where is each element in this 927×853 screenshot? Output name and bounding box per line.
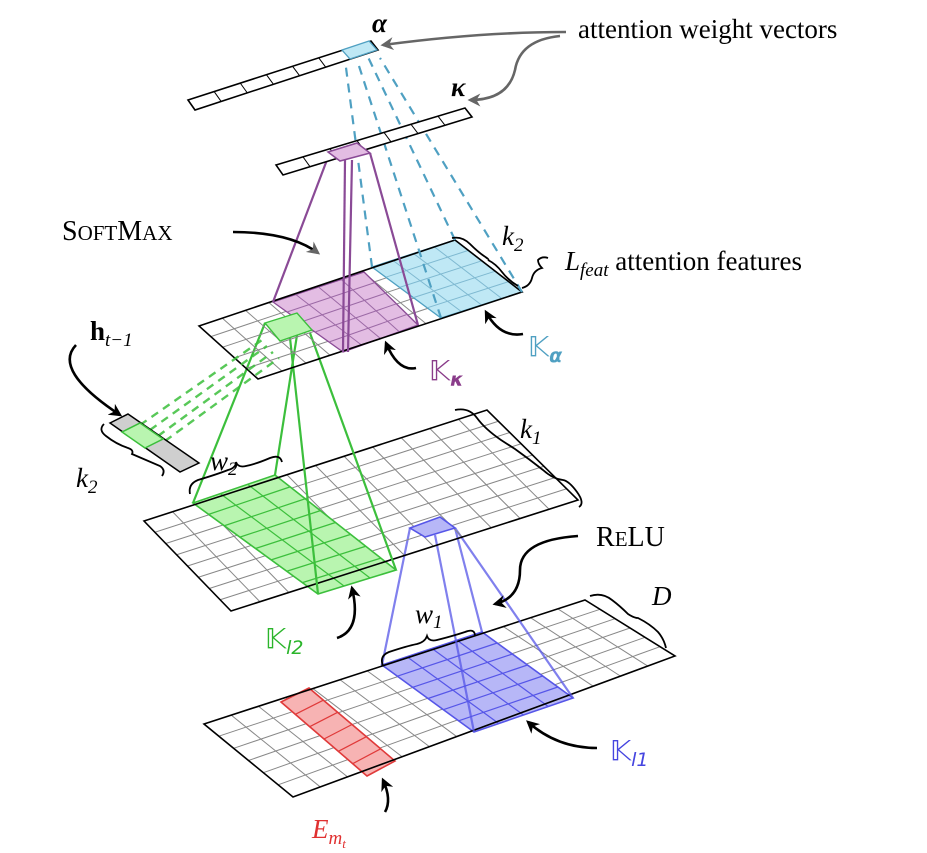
kernel-l1-projection (380, 527, 574, 733)
kernel-l2-grid-line (208, 486, 291, 515)
kernel-l2-grid-line (286, 545, 366, 572)
K-l2-label: 𝕂l2 (265, 622, 303, 659)
alpha-cell-line (292, 65, 300, 77)
softmax-label: SOFTMAX (62, 216, 173, 247)
embedding-highlight-grid-line (309, 711, 338, 728)
arrow-relu (492, 534, 579, 608)
w2-label: w2 (210, 446, 238, 480)
hidden-state-vector (108, 413, 201, 473)
kernel-kappa-grid-line (314, 303, 397, 333)
k1-label: k1 (520, 414, 541, 449)
embedding-highlight-grid-line (338, 736, 367, 752)
conv-layer-1-outline (142, 409, 580, 612)
h-feature-cell (263, 312, 314, 342)
kernel-alpha-grid-line (392, 259, 462, 312)
kappa-vector (274, 107, 474, 176)
conv1-grid-line (219, 488, 567, 601)
alpha-cell-line (266, 74, 274, 85)
kernel-l2-grid-line (224, 498, 306, 527)
arrow-h (68, 344, 123, 417)
alpha-highlight-cell (340, 40, 379, 60)
conv-layer-1 (142, 409, 580, 612)
kernel-l2-region (191, 474, 398, 595)
alpha-label: α (372, 8, 388, 38)
arrow-to-alpha (380, 30, 567, 51)
arrow-K-l1 (526, 720, 598, 750)
kernel-alpha-grid-line (413, 270, 496, 299)
alpha-cell-line (213, 91, 222, 102)
E-label: Emt (311, 814, 346, 851)
kernel-l1-grid-line (397, 642, 498, 677)
kernel-alpha-grid-line (385, 249, 469, 278)
kernel-l2-grid-line (255, 521, 336, 550)
conv1-grid-line (198, 465, 545, 578)
lfeat-label: Lfeat attention features (564, 246, 802, 281)
lfeat-brace (521, 256, 549, 289)
embedding-highlight-grid-line (352, 748, 381, 765)
k1-brace (454, 408, 583, 508)
attention-feature-layer (197, 239, 524, 380)
kernel-l2-projection (191, 315, 398, 595)
softmax-kappa-projection (271, 151, 420, 353)
softmax-alpha-projection (343, 56, 523, 319)
embedding-highlight-grid-line (295, 699, 324, 715)
arrow-K-kappa (383, 340, 417, 370)
arrow-to-kappa (467, 34, 561, 107)
kernel-kappa-grid-line (286, 282, 375, 313)
D-brace (589, 593, 667, 649)
alpha-cell-line (318, 57, 327, 68)
arrow-softmax (232, 230, 321, 255)
h-label: ht−1 (90, 316, 133, 351)
kernel-kappa-grid-line (328, 313, 408, 343)
embedding-layer-outline (202, 599, 677, 798)
w1-brace (380, 629, 476, 667)
kernel-alpha-grid-line (413, 253, 482, 306)
kappa-cell-line (302, 156, 311, 168)
attention-weight-vectors-label: attention weight vectors (578, 14, 837, 44)
alpha-cell-line (239, 82, 248, 94)
embedding-layer (202, 599, 677, 798)
k2-brace-left (100, 423, 165, 477)
arrow-K-alpha (484, 309, 524, 336)
arrow-K-l2 (336, 585, 361, 640)
K-l1-label: 𝕂l1 (610, 734, 648, 771)
w1-label: w1 (415, 599, 443, 633)
k2-brace-top (451, 236, 519, 287)
kernel-l1-grid-line (427, 664, 528, 700)
K-kappa-label: 𝕂κ (429, 354, 464, 391)
kappa-cell-line (410, 123, 419, 134)
kernel-kappa-grid-line (340, 279, 400, 333)
kappa-cell-line (383, 132, 392, 143)
embedding-highlight-grid-line (323, 723, 353, 740)
k2-left-label: k2 (76, 463, 98, 498)
kappa-label: κ (451, 72, 466, 102)
kernel-alpha-grid-line (427, 281, 509, 309)
w2-brace (188, 455, 283, 495)
kernel-alpha-grid-line (433, 246, 503, 299)
arrow-E (381, 777, 394, 813)
conv1-grid-line (187, 454, 533, 567)
relu-label: RELU (596, 522, 665, 553)
hidden-state-links (139, 339, 280, 442)
kappa-highlight-cell (326, 142, 372, 162)
kernel-kappa-grid-line (295, 294, 363, 346)
kernel-l2-grid-line (239, 510, 321, 538)
D-label: D (651, 581, 672, 611)
kernel-l2-grid-line (270, 533, 351, 561)
k2-top-label: k2 (502, 221, 524, 256)
conv1-grid-line (176, 443, 522, 556)
kernel-alpha-grid-line (399, 260, 482, 288)
kernel-l1-grid-line (443, 675, 543, 711)
alpha-vector (186, 40, 380, 111)
kernel-l1-grid-line (458, 686, 559, 722)
kappa-cell-line (437, 115, 446, 126)
K-alpha-label: 𝕂α (528, 330, 563, 367)
relu-output-cell (408, 516, 457, 538)
